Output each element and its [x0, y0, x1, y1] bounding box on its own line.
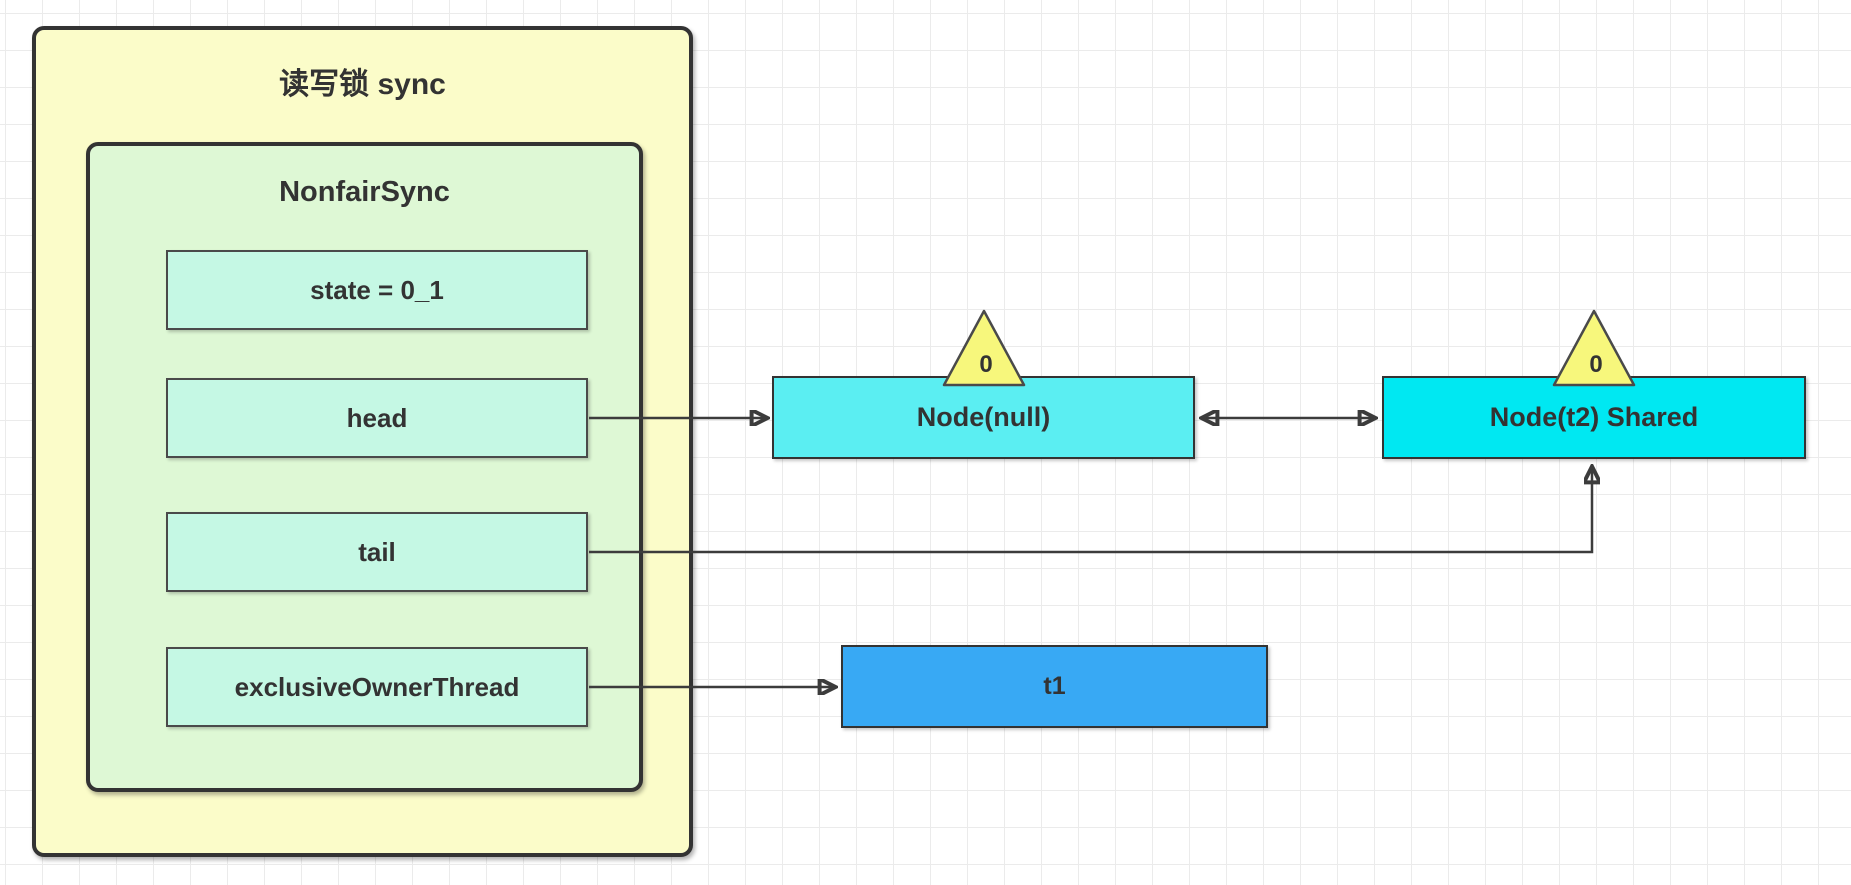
nonfairsync-title: NonfairSync	[279, 176, 450, 208]
node-t2-badge-value: 0	[1589, 351, 1602, 378]
node-null-badge-triangle: 0	[942, 309, 1026, 387]
field-tail: tail	[166, 512, 588, 592]
field-state: state = 0_1	[166, 250, 588, 330]
sync-container-title: 读写锁 sync	[279, 68, 446, 101]
node-t2-shared-box: Node(t2) Shared	[1382, 376, 1806, 459]
arrow-tail-to-node-t2	[589, 468, 1592, 554]
node-null-badge-value: 0	[979, 351, 992, 378]
field-exclusive-owner-thread: exclusiveOwnerThread	[166, 647, 588, 727]
triangle-icon	[1552, 309, 1636, 387]
node-null-box: Node(null)	[772, 376, 1195, 459]
triangle-icon	[942, 309, 1026, 387]
field-head: head	[166, 378, 588, 458]
node-t2-badge-triangle: 0	[1552, 309, 1636, 387]
thread-t1-box: t1	[841, 645, 1268, 728]
